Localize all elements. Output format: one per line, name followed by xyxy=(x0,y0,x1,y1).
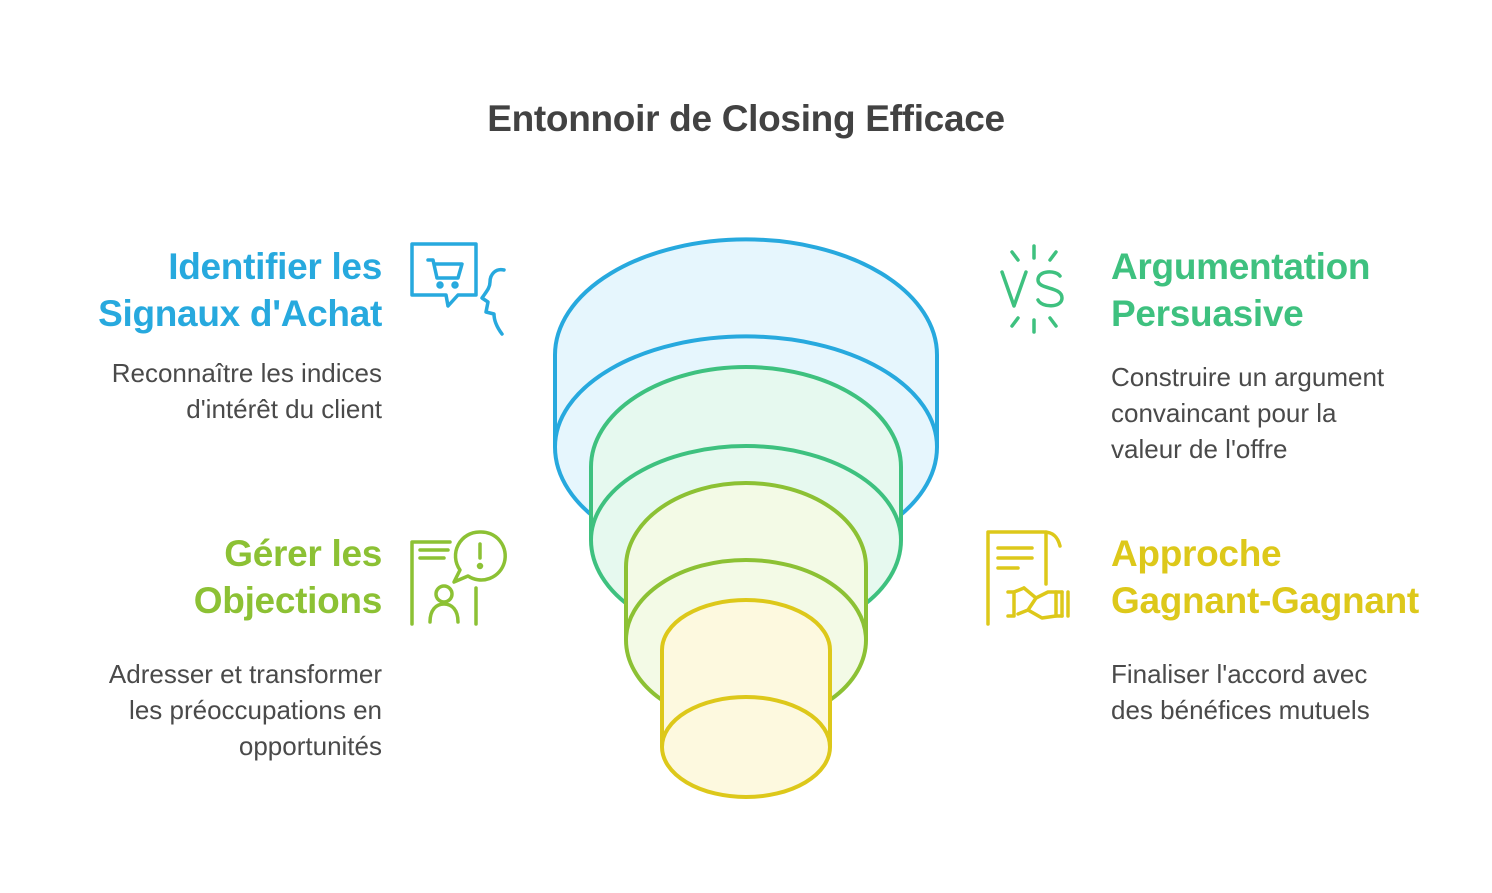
heading-line: Persuasive xyxy=(1111,293,1304,334)
heading-line: Approche xyxy=(1111,533,1282,574)
desc-line: Reconnaître les indices xyxy=(111,358,382,388)
funnel-stage-4 xyxy=(660,598,832,799)
item-heading: Argumentation Persuasive xyxy=(1111,243,1431,337)
item-gerer-objections: Gérer les Objections Adresser et transfo… xyxy=(62,530,382,764)
desc-line: les préoccupations en xyxy=(129,695,382,725)
heading-line: Gérer les xyxy=(224,533,382,574)
desc-line: valeur de l'offre xyxy=(1111,434,1288,464)
heading-line: Signaux d'Achat xyxy=(98,293,382,334)
item-heading: Approche Gagnant-Gagnant xyxy=(1111,530,1431,624)
item-heading: Gérer les Objections xyxy=(62,530,383,624)
heading-line: Identifier les xyxy=(168,246,382,287)
contract-handshake-icon xyxy=(986,530,1070,626)
desc-line: des bénéfices mutuels xyxy=(1111,695,1370,725)
item-approche-gagnant: Approche Gagnant-Gagnant Finaliser l'acc… xyxy=(1111,530,1431,728)
item-identifier-signaux: Identifier les Signaux d'Achat Reconnaît… xyxy=(62,243,382,427)
heading-line: Objections xyxy=(193,580,383,621)
item-description: Construire un argument convaincant pour … xyxy=(1111,359,1431,467)
objection-person-icon xyxy=(410,530,507,626)
heading-line: Gagnant-Gagnant xyxy=(1111,580,1419,621)
desc-line: d'intérêt du client xyxy=(186,394,382,424)
item-description: Adresser et transformer les préoccupatio… xyxy=(62,656,382,764)
versus-icon xyxy=(1000,244,1064,334)
shopping-cart-speech-icon xyxy=(410,242,506,336)
item-description: Finaliser l'accord avec des bénéfices mu… xyxy=(1111,656,1431,728)
desc-line: Finaliser l'accord avec xyxy=(1111,659,1368,689)
item-argumentation: Argumentation Persuasive Construire un a… xyxy=(1111,243,1431,467)
item-heading: Identifier les Signaux d'Achat xyxy=(62,243,382,337)
desc-line: convaincant pour la xyxy=(1111,398,1337,428)
desc-line: opportunités xyxy=(238,731,382,761)
item-description: Reconnaître les indices d'intérêt du cli… xyxy=(62,355,382,427)
desc-line: Adresser et transformer xyxy=(108,659,382,689)
funnel-graphic xyxy=(553,237,939,799)
heading-line: Argumentation xyxy=(1111,246,1371,287)
diagram-title: Entonnoir de Closing Efficace xyxy=(487,98,1005,139)
desc-line: Construire un argument xyxy=(1111,362,1385,392)
